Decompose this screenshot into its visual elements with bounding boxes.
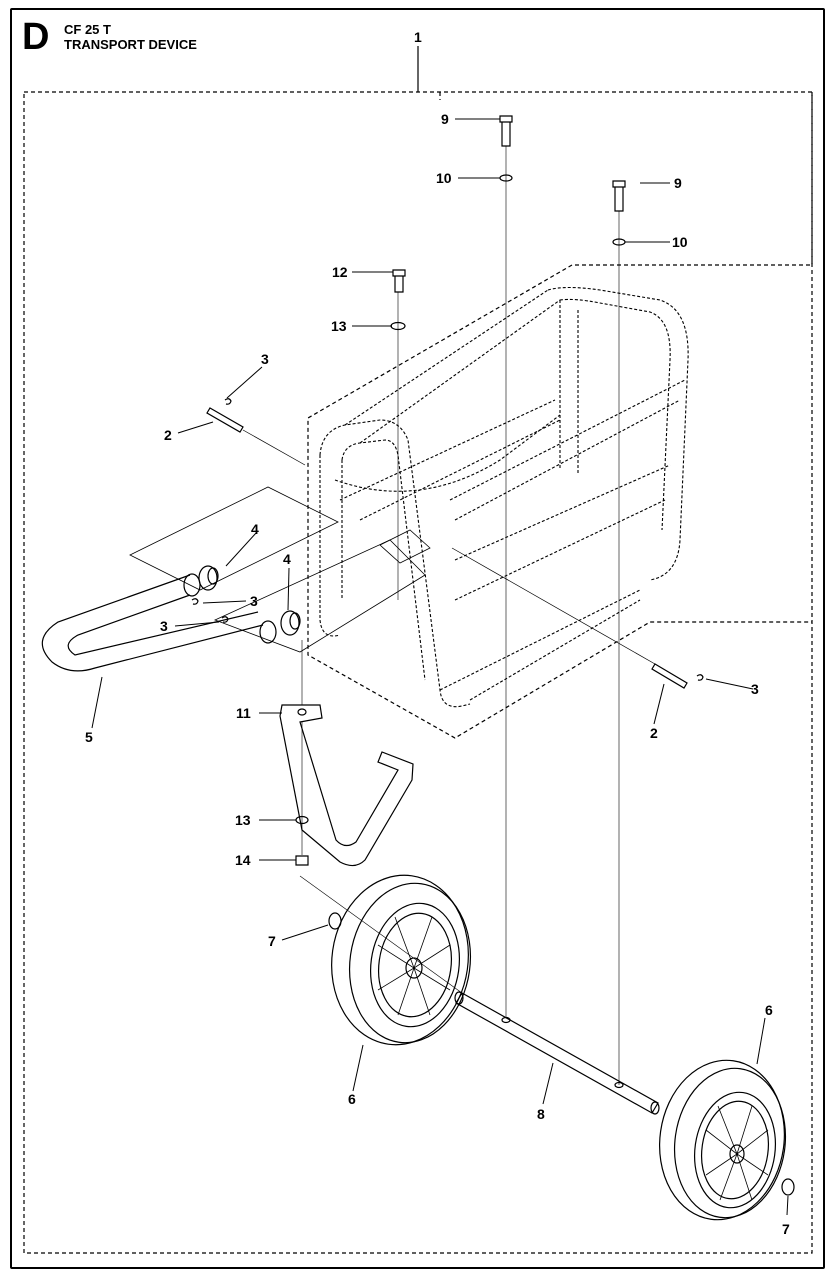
callout-4-left: 4 (251, 521, 259, 537)
frame-tubing (319, 286, 689, 708)
bolt-9-left (499, 115, 513, 1018)
nut-lower (295, 855, 309, 866)
handle-bar (41, 573, 277, 672)
clips (191, 398, 704, 681)
handle-plate (129, 486, 426, 653)
callout-10-left: 10 (436, 170, 452, 186)
callout-12: 12 (332, 264, 348, 280)
section-letter: D (22, 16, 50, 58)
leader-lines (91, 118, 789, 1216)
callout-6-left: 6 (348, 1091, 356, 1107)
callout-labels: 1 9 10 9 10 12 13 3 2 4 4 3 3 5 11 3 2 1… (85, 29, 790, 1237)
callout-4-right: 4 (283, 551, 291, 567)
screw-group-boundary (439, 92, 813, 266)
model-name: CF 25 T (64, 22, 111, 37)
callout-3-right: 3 (751, 681, 759, 697)
pin-left (206, 407, 306, 466)
callout-13-lower: 13 (235, 812, 251, 828)
callout-9-right: 9 (674, 175, 682, 191)
callout-11: 11 (236, 705, 251, 721)
leg-plate (379, 529, 431, 564)
circlip-left (328, 912, 342, 930)
callout-5: 5 (85, 729, 93, 745)
wheel-right (659, 1059, 787, 1221)
frame-outline (307, 264, 812, 739)
callout-10-right: 10 (672, 234, 688, 250)
pin-right (451, 547, 688, 689)
support-leg (279, 704, 414, 867)
handle-caps (198, 565, 301, 636)
circlip-right (781, 1178, 795, 1196)
callout-6-right: 6 (765, 1002, 773, 1018)
callout-3-top: 3 (261, 351, 269, 367)
callout-3-mid: 3 (250, 593, 258, 609)
bolt-9-right (612, 180, 626, 1085)
axle (299, 875, 660, 1115)
sheet-border (10, 8, 825, 1269)
diagram-title: TRANSPORT DEVICE (64, 37, 197, 52)
callout-8: 8 (537, 1106, 545, 1122)
callout-14: 14 (235, 852, 251, 868)
bolt-12 (390, 269, 406, 600)
callout-7-left: 7 (268, 933, 276, 949)
wheel-left (331, 874, 472, 1046)
callout-2-left: 2 (164, 427, 172, 443)
callout-1: 1 (414, 29, 422, 45)
callout-3-lower: 3 (160, 618, 168, 634)
assembly-boundary (23, 91, 813, 1254)
callout-2-right: 2 (650, 725, 658, 741)
callout-9-left: 9 (441, 111, 449, 127)
callout-7-right: 7 (782, 1221, 790, 1237)
callout-13-upper: 13 (331, 318, 347, 334)
